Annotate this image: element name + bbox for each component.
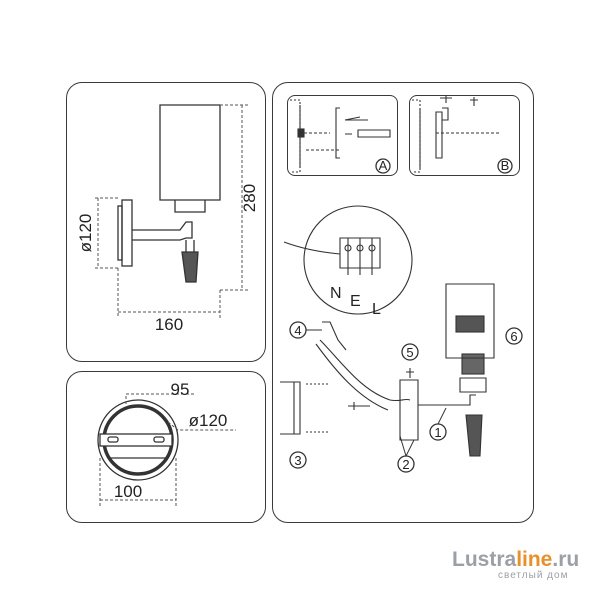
dim-mount-width: 95: [171, 380, 190, 399]
watermark-tagline: светлый дом: [498, 570, 569, 581]
detail-a-drawing: [290, 99, 391, 173]
wire-label-n: N: [330, 285, 344, 302]
step-5: 5: [406, 345, 413, 360]
wire-label-l: L: [372, 301, 383, 318]
step-1: 1: [434, 425, 441, 440]
top-view-panel: [66, 371, 266, 523]
side-view-drawing: [117, 104, 221, 283]
detail-b-drawing: [412, 95, 500, 173]
detail-b-box: [409, 95, 520, 176]
side-dimension-lines: [94, 104, 248, 318]
watermark-brand: Lustraline.ru: [452, 548, 580, 571]
wiring-drawing: [283, 205, 413, 411]
step-6: 6: [510, 329, 517, 344]
dim-height: 280: [240, 184, 259, 212]
dim-depth: 160: [155, 315, 183, 334]
detail-label-a: A: [379, 158, 388, 173]
step-3: 3: [294, 453, 301, 468]
detail-a-box: [287, 95, 398, 176]
top-dimension-lines: [99, 393, 236, 506]
step-markers: [289, 158, 523, 473]
side-view-panel: [66, 82, 266, 362]
dim-top-diameter: ø120: [189, 411, 228, 430]
dim-plate-width: 100: [114, 482, 142, 501]
dim-side-diameter: ø120: [76, 214, 95, 253]
detail-label-b: B: [501, 158, 510, 173]
wire-label-e: E: [350, 293, 363, 310]
top-view-drawing: [97, 399, 179, 481]
mounting-drawing: [280, 283, 495, 457]
leader-lines: [306, 329, 447, 457]
step-2: 2: [402, 457, 409, 472]
step-4: 4: [294, 323, 301, 338]
installation-panel: [272, 82, 534, 523]
